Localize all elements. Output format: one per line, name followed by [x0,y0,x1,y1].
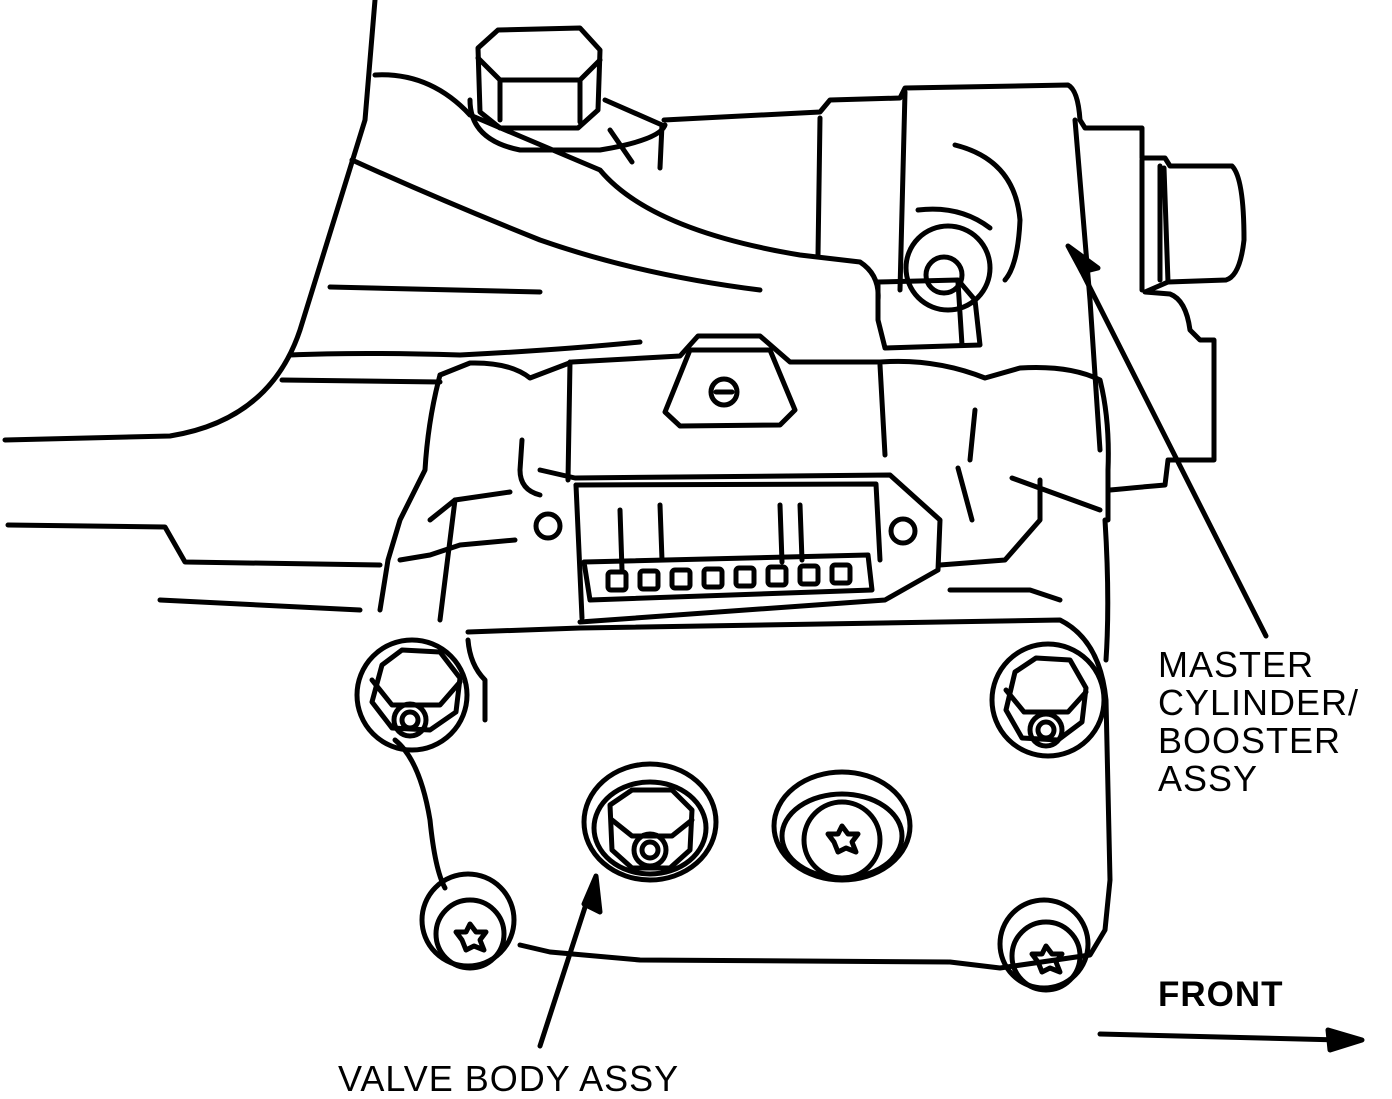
master-cylinder-label-line-2: CYLINDER/ [1158,682,1360,723]
top-hex-bolt [467,25,668,171]
hex-nut-center [581,761,719,883]
leader-arrow-valve-body [537,873,603,1049]
torx-bolt-lower-right [997,897,1091,993]
leader-arrow-master-cylinder [1065,243,1269,639]
master-cylinder-label-line-1: MASTER [1158,644,1315,685]
hex-nut-upper-right [989,641,1107,759]
master-cylinder-label-line-3: BOOSTER [1158,720,1342,761]
master-cylinder-label-line-4: ASSY [1158,758,1259,799]
hex-nut-upper-left [354,637,470,753]
front-direction-arrow [1097,1027,1365,1053]
front-label: FRONT [1158,975,1284,1014]
valve-body-block [377,333,1113,971]
master-cylinder-label: MASTER CYLINDER/ BOOSTER ASSY [1158,646,1359,798]
valve-body-label: VALVE BODY ASSY [338,1058,680,1099]
torx-bolt-center-right [771,769,913,883]
master-cylinder-booster [661,82,1247,493]
torx-bolt-lower-left [419,871,517,971]
housing-casting [2,0,881,613]
